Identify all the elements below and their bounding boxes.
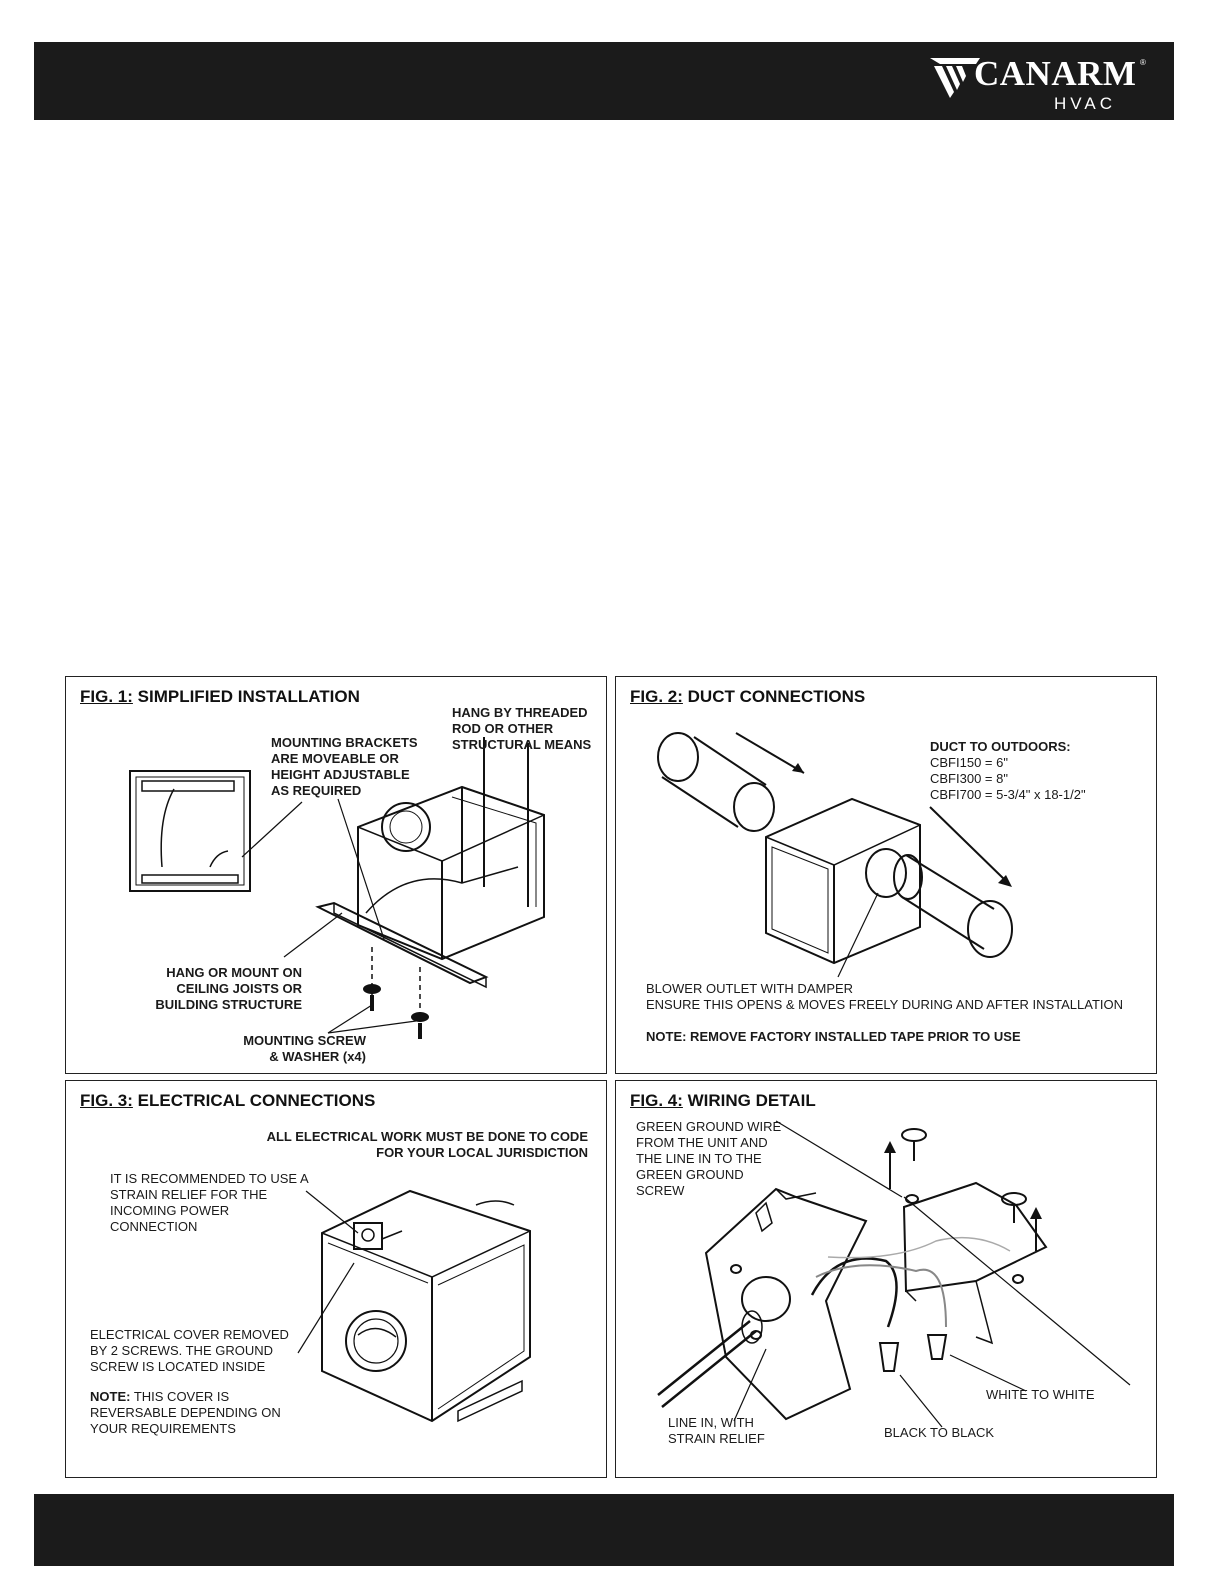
fig2-duct-sizes: CBFI150 = 6" CBFI300 = 8" CBFI700 = 5-3/…: [930, 755, 1086, 802]
fig1-title-text: SIMPLIFIED INSTALLATION: [137, 687, 360, 706]
fig3-note-text: THIS COVER IS REVERSABLE DEPENDING ON YO…: [90, 1389, 281, 1436]
brand-sub: HVAC: [1054, 94, 1116, 113]
fig3-code-note: ALL ELECTRICAL WORK MUST BE DONE TO CODE…: [266, 1129, 588, 1160]
fig2-duct-heading: DUCT TO OUTDOORS:: [930, 739, 1071, 754]
canarm-logo-mark-icon: [930, 58, 980, 98]
footer-bar: [34, 1494, 1174, 1566]
fig3-illustration: [297, 1189, 531, 1423]
fig3-note: NOTE: THIS COVER IS REVERSABLE DEPENDING…: [90, 1389, 281, 1437]
fig2-outlet-label: BLOWER OUTLET WITH DAMPER ENSURE THIS OP…: [646, 981, 1124, 1012]
fig4-number: FIG. 4:: [630, 1091, 683, 1110]
fig4-ground-label: GREEN GROUND WIRE FROM THE UNIT AND THE …: [636, 1119, 782, 1198]
fig2-note: NOTE: REMOVE FACTORY INSTALLED TAPE PRIO…: [646, 1029, 1021, 1044]
fig4-title-text: WIRING DETAIL: [687, 1091, 816, 1110]
fig4-white-label: WHITE TO WHITE: [986, 1387, 1095, 1402]
fig3-title: FIG. 3: ELECTRICAL CONNECTIONS: [80, 1091, 375, 1111]
fig3-note-label: NOTE:: [90, 1389, 131, 1404]
fig3-strain-label: IT IS RECOMMENDED TO USE A STRAIN RELIEF…: [110, 1171, 309, 1234]
fig4-black-label: BLACK TO BLACK: [884, 1425, 995, 1440]
fig4-panel: FIG. 4: WIRING DETAIL GREEN GROUND WIRE …: [615, 1080, 1157, 1478]
fig4-line-in-label: LINE IN, WITH STRAIN RELIEF: [668, 1415, 765, 1446]
fig4-illustration: [657, 1120, 1131, 1428]
fig2-title: FIG. 2: DUCT CONNECTIONS: [630, 687, 865, 707]
fig4-title: FIG. 4: WIRING DETAIL: [630, 1091, 816, 1111]
brand-name: CANARM: [974, 54, 1137, 93]
registered-mark: ®: [1140, 58, 1146, 67]
fig1-screw-label: MOUNTING SCREW & WASHER (x4): [243, 1033, 366, 1064]
fig3-panel: FIG. 3: ELECTRICAL CONNECTIONS ALL ELECT…: [65, 1080, 607, 1478]
fig1-hang-rod-label: HANG BY THREADED ROD OR OTHER STRUCTURAL…: [452, 705, 592, 752]
fig2-panel: FIG. 2: DUCT CONNECTIONS DUCT TO OUTDOOR…: [615, 676, 1157, 1074]
fig1-panel: FIG. 1: SIMPLIFIED INSTALLATION HANG BY …: [65, 676, 607, 1074]
fig3-number: FIG. 3:: [80, 1091, 133, 1110]
fig2-title-text: DUCT CONNECTIONS: [687, 687, 866, 706]
fig2-number: FIG. 2:: [630, 687, 683, 706]
fig1-illustration: [129, 737, 545, 1039]
fig2-illustration: [657, 732, 1013, 978]
fig1-hang-mount-label: HANG OR MOUNT ON CEILING JOISTS OR BUILD…: [155, 965, 302, 1012]
fig3-title-text: ELECTRICAL CONNECTIONS: [137, 1091, 376, 1110]
brand-logo: CANARM ® HVAC: [928, 50, 1148, 113]
fig1-title: FIG. 1: SIMPLIFIED INSTALLATION: [80, 687, 360, 707]
header-bar: CANARM ® HVAC: [34, 42, 1174, 120]
fig1-brackets-label: MOUNTING BRACKETS ARE MOVEABLE OR HEIGHT…: [271, 735, 418, 798]
fig3-cover-label: ELECTRICAL COVER REMOVED BY 2 SCREWS. TH…: [90, 1327, 289, 1374]
fig1-number: FIG. 1:: [80, 687, 133, 706]
